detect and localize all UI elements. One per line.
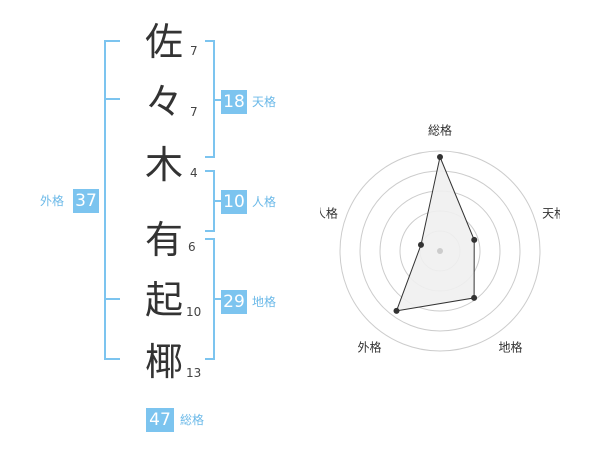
tenkaku-score-badge: 18 <box>221 90 247 114</box>
radar-axis-label-2: 天格 <box>542 205 560 220</box>
radar-axis-label-4: 外格 <box>357 340 381 355</box>
tenkaku-connector <box>215 99 222 101</box>
radar-point-5 <box>417 241 424 248</box>
jinkaku-score-badge: 10 <box>221 190 247 214</box>
tenkaku-bracket <box>205 40 215 158</box>
gaikaku-tick-top <box>104 98 120 100</box>
name-char-5: 起 <box>144 278 183 322</box>
radar-axis-label-3: 地格 <box>499 340 523 355</box>
stroke-count-4: 6 <box>188 240 196 254</box>
soukaku-score-badge: 47 <box>146 408 174 432</box>
name-char-3: 木 <box>144 143 183 187</box>
name-char-1: 佐 <box>144 20 183 64</box>
gaikaku-score-badge: 37 <box>73 189 99 213</box>
radar-point-3 <box>471 294 478 301</box>
jinkaku-connector <box>215 200 222 202</box>
stroke-count-6: 13 <box>186 366 202 380</box>
radar-center-dot <box>437 248 443 254</box>
name-char-2: 々 <box>144 80 183 124</box>
chikaku-score-badge: 29 <box>221 290 247 314</box>
radar-axis-label-1: 総格 <box>428 123 452 138</box>
gaikaku-bracket <box>104 40 120 360</box>
jinkaku-bracket <box>205 170 215 232</box>
chikaku-connector <box>215 298 222 300</box>
radar-point-4 <box>393 307 400 314</box>
chikaku-label: 地格 <box>252 295 277 309</box>
name-char-6: 椰 <box>144 340 183 384</box>
chikaku-bracket <box>205 238 215 360</box>
jinkaku-label: 人格 <box>252 195 277 209</box>
tenkaku-label: 天格 <box>252 95 277 109</box>
radar-point-1 <box>437 154 443 160</box>
gaikaku-label: 外格 <box>40 194 65 208</box>
stroke-count-3: 4 <box>190 166 198 180</box>
soukaku-label: 総格 <box>180 413 205 427</box>
stroke-count-5: 10 <box>186 305 202 319</box>
stroke-count-2: 7 <box>190 105 198 119</box>
radar-point-2 <box>471 236 478 243</box>
radar-grid-ring <box>339 150 541 352</box>
radar-chart: 総格天格地格 外格 人格 <box>320 123 560 355</box>
radar-axis-label-5: 人格 <box>320 205 338 220</box>
name-char-4: 有 <box>144 218 183 262</box>
radar-series-area <box>395 155 475 312</box>
gaikaku-tick-bottom <box>104 298 120 300</box>
stroke-count-1: 7 <box>190 44 198 58</box>
